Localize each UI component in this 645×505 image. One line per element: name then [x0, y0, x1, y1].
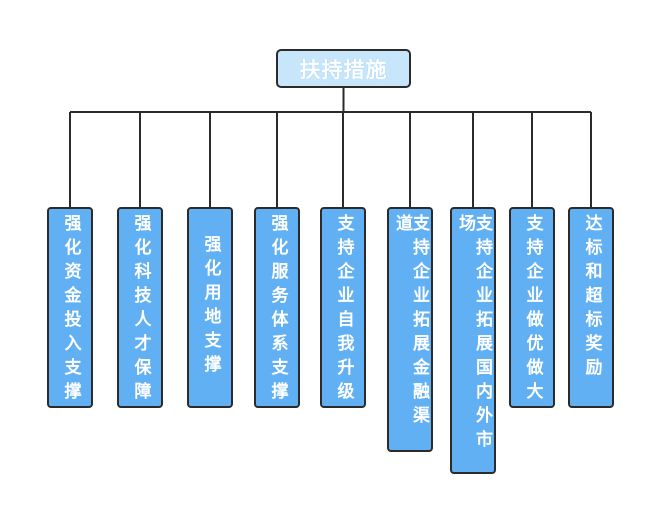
child-label: 强化用地支撑 — [200, 235, 221, 379]
child-node-reward: 达标和超标奖励 — [568, 207, 614, 408]
child-label: 支持企业做优做大 — [522, 214, 543, 406]
child-node-land: 强化用地支撑 — [187, 207, 233, 408]
child-label: 支持企业拓展金融渠道 — [392, 214, 429, 430]
child-node-grow: 支持企业做优做大 — [509, 207, 555, 408]
root-label: 扶持措施 — [299, 57, 388, 82]
root-node: 扶持措施 — [276, 49, 411, 88]
child-node-talent: 强化科技人才保障 — [117, 207, 163, 408]
child-node-upgrade: 支持企业自我升级 — [320, 207, 366, 408]
child-node-finance: 支持企业拓展金融渠道 — [387, 207, 433, 452]
child-label: 强化服务体系支撑 — [267, 214, 288, 406]
child-label: 支持企业自我升级 — [333, 214, 354, 406]
child-label: 支持企业拓展国内外市场 — [455, 214, 492, 454]
child-label: 达标和超标奖励 — [581, 214, 602, 382]
child-label: 强化科技人才保障 — [130, 214, 151, 406]
child-node-capital: 强化资金投入支撑 — [47, 207, 93, 408]
child-node-service: 强化服务体系支撑 — [254, 207, 300, 408]
child-node-market: 支持企业拓展国内外市场 — [450, 207, 496, 474]
child-label: 强化资金投入支撑 — [60, 214, 81, 406]
